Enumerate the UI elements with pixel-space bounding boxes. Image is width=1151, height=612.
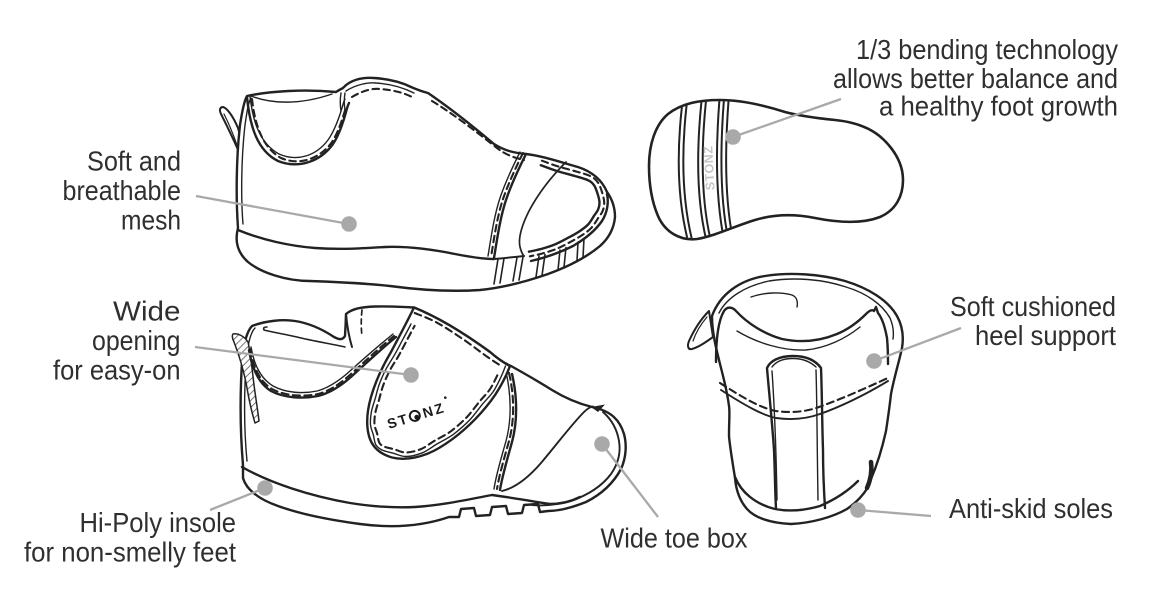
svg-text:Soft and: Soft and — [87, 146, 181, 177]
svg-text:allows better balance and: allows better balance and — [833, 63, 1118, 94]
svg-text:for non-smelly feet: for non-smelly feet — [24, 537, 236, 568]
svg-text:Wide: Wide — [113, 296, 181, 327]
svg-text:Soft cushioned: Soft cushioned — [950, 291, 1116, 322]
svg-text:ST: ST — [385, 410, 411, 432]
svg-text:1/3 bending technology: 1/3 bending technology — [856, 34, 1118, 65]
svg-text:heel support: heel support — [975, 320, 1116, 351]
svg-text:STONZ: STONZ — [701, 145, 717, 190]
svg-text:Hi-Poly insole: Hi-Poly insole — [80, 507, 237, 538]
svg-text:opening: opening — [92, 325, 181, 356]
svg-text:breathable: breathable — [63, 175, 182, 206]
svg-text:for easy-on: for easy-on — [53, 355, 181, 386]
svg-text:NZ: NZ — [421, 399, 448, 421]
svg-text:Wide toe box: Wide toe box — [601, 523, 748, 554]
svg-text:mesh: mesh — [121, 205, 181, 236]
svg-text:a healthy foot growth: a healthy foot growth — [879, 90, 1118, 121]
svg-text:Anti-skid soles: Anti-skid soles — [949, 493, 1113, 524]
